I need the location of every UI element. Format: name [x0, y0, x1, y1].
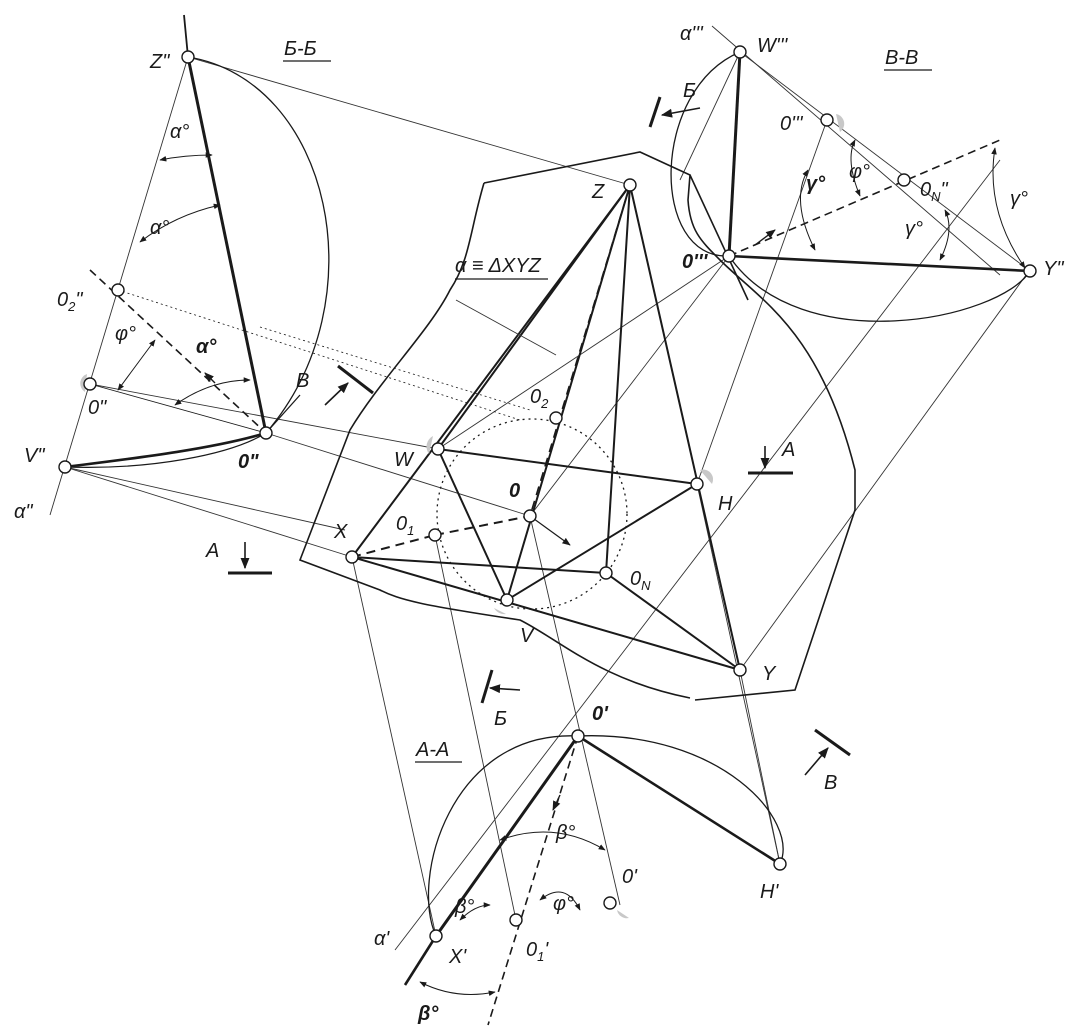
leader-line [455, 299, 557, 356]
point-Y3 [1023, 264, 1037, 278]
label-phi-right: φ° [849, 161, 870, 183]
point-O1p [571, 729, 585, 743]
label-beta-c: β° [417, 1003, 439, 1025]
label-Y3: Y" [1043, 258, 1064, 280]
mark-a-lower: А [205, 540, 219, 562]
inscribed-circle [436, 418, 628, 610]
point-O2p [603, 896, 617, 910]
label-gamma-a: γ° [806, 173, 826, 195]
mark-v-upper: В [296, 370, 309, 392]
label-O11: 01' [526, 939, 549, 964]
left-view-geometry [64, 14, 531, 469]
shade-marks [80, 114, 845, 919]
label-Xp: X' [448, 946, 467, 968]
bottom-view-geometry [403, 734, 784, 1026]
label-Z2: Z" [149, 51, 170, 73]
point-V [500, 593, 514, 607]
point-V2 [58, 460, 72, 474]
point-O22 [111, 283, 125, 297]
label-X: X [333, 521, 348, 543]
label-O22: 02" [57, 289, 83, 314]
label-alpha-a: α° [170, 121, 189, 143]
point-markers [58, 45, 1037, 943]
label-V: V [520, 625, 535, 647]
title-vv: В-В [885, 47, 918, 69]
label-O: 0 [509, 480, 520, 502]
label-O1p: 0' [592, 703, 609, 725]
point-Z2 [181, 50, 195, 64]
label-H: H [718, 493, 733, 515]
label-beta-a: β° [555, 822, 575, 844]
point-O1 [428, 528, 442, 542]
label-W: W [394, 449, 415, 471]
label-O3a: 0''' [780, 113, 804, 135]
point-ON [599, 566, 613, 580]
point-O11 [509, 913, 523, 927]
point-H [690, 477, 704, 491]
label-Y: Y [762, 663, 777, 685]
title-aa: А-А [415, 739, 449, 761]
right-view-geometry [670, 51, 1031, 322]
label-O2: 02 [530, 386, 549, 411]
label-phi-bottom: φ° [553, 893, 574, 915]
mark-a-upper: А [781, 439, 795, 461]
point-O [523, 509, 537, 523]
cutting-plane-outline [298, 151, 856, 701]
label-O3b: 0''' [682, 251, 709, 273]
mark-b-upper: Б [683, 80, 696, 102]
point-Xp [429, 929, 443, 943]
point-X [345, 550, 359, 564]
label-O2p: 0' [622, 866, 638, 888]
label-gamma-c: γ° [1010, 188, 1028, 210]
label-ON: 0N [630, 568, 651, 593]
point-O2 [549, 411, 563, 425]
point-Y [733, 663, 747, 677]
point-ON2 [897, 173, 911, 187]
label-ON2: 0N" [920, 179, 949, 204]
label-Hp: H' [760, 881, 779, 903]
label-alpha-b: α° [150, 217, 169, 239]
labels: Б-Б В-В А-А α ≡ ΔXYZ А А Б Б В В X Y Z W… [14, 23, 1064, 1025]
mark-b-lower: Б [494, 708, 507, 730]
point-O2-left [83, 377, 97, 391]
label-O1: 01 [396, 513, 414, 538]
label-V2: V" [24, 445, 45, 467]
point-O3-base [722, 249, 736, 263]
label-alpha-c: α° [196, 336, 217, 358]
section-title-underlines [283, 60, 932, 763]
label-O-left: 0" [238, 451, 259, 473]
dashed-normal [351, 184, 631, 558]
label-Z: Z [591, 181, 605, 203]
point-Hp [773, 857, 787, 871]
label-alpha3: α''' [680, 23, 704, 45]
label-gamma-b: γ° [905, 218, 923, 240]
label-alpha1: α' [374, 928, 390, 950]
section-marks [228, 96, 851, 776]
point-O3 [820, 113, 834, 127]
plane-label: α ≡ ΔXYZ [455, 255, 542, 277]
point-O-left [259, 426, 273, 440]
label-alpha2: α" [14, 501, 33, 523]
label-beta-b: β° [454, 896, 474, 918]
point-W [431, 442, 445, 456]
mark-v-lower: В [824, 772, 837, 794]
label-phi-left: φ° [115, 323, 136, 345]
point-Z [623, 178, 637, 192]
title-bb: Б-Б [284, 38, 317, 60]
point-W3 [733, 45, 747, 59]
pyramid-edges [351, 184, 741, 671]
label-O2-left: 0" [88, 397, 107, 419]
label-W3: W''' [757, 35, 789, 57]
